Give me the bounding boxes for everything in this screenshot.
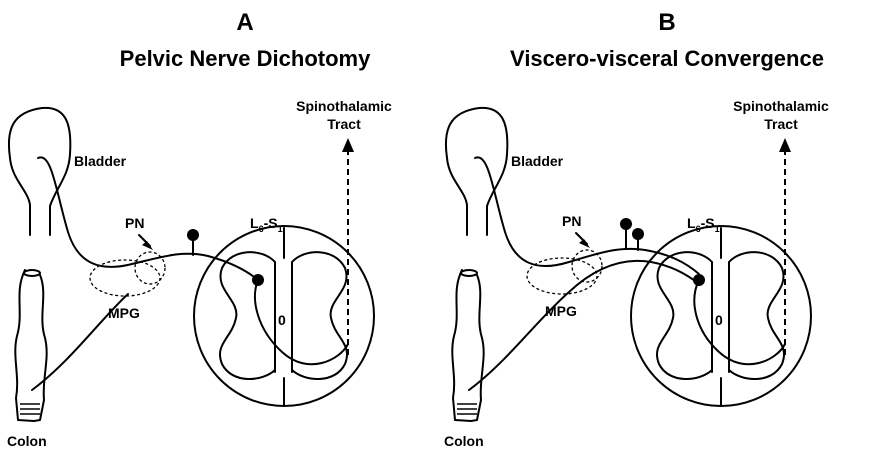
colon-label: Colon	[7, 433, 47, 449]
tract-label-line1: Spinothalamic	[296, 98, 392, 114]
central-canal: 0	[715, 312, 723, 328]
bladder-organ	[9, 108, 70, 235]
bladder-afferent-fiber	[475, 157, 699, 274]
dorsal-horn-terminal	[252, 274, 264, 286]
pn-arrow-head	[579, 239, 590, 248]
colon-label: Colon	[444, 433, 484, 449]
drg-cell-body	[187, 229, 199, 241]
drg-cell-body-2	[632, 228, 644, 240]
bladder-label: Bladder	[74, 153, 127, 169]
panel-b: B Viscero-visceral Convergence Bladder C…	[437, 0, 874, 453]
pn-label: PN	[562, 213, 581, 229]
tract-label-line2: Tract	[764, 116, 798, 132]
panel-letter: B	[658, 9, 675, 36]
pn-nerve	[135, 252, 165, 284]
bladder-label: Bladder	[511, 153, 564, 169]
tract-arrow-head	[342, 138, 354, 152]
drg-cell-body-1	[620, 218, 632, 230]
panel-title: Pelvic Nerve Dichotomy	[120, 46, 371, 71]
pn-label: PN	[125, 215, 144, 231]
central-canal: 0	[278, 312, 286, 328]
mpg-label: MPG	[545, 303, 577, 319]
bladder-organ	[446, 108, 507, 235]
pn-arrow-head	[142, 241, 153, 250]
tract-label-line1: Spinothalamic	[733, 98, 829, 114]
panel-letter: A	[236, 9, 253, 36]
panel-a: A Pelvic Nerve Dichotomy Bladder Colon P…	[0, 0, 437, 453]
diagram-b: B Viscero-visceral Convergence Bladder C…	[437, 0, 874, 453]
tract-label-line2: Tract	[327, 116, 361, 132]
tract-arrow-head	[779, 138, 791, 152]
projection-neuron	[694, 280, 785, 364]
diagram-a: A Pelvic Nerve Dichotomy Bladder Colon P…	[0, 0, 437, 453]
mpg-label: MPG	[108, 305, 140, 321]
colon-organ	[452, 270, 483, 421]
dorsal-horn-terminal	[693, 274, 705, 286]
projection-neuron	[255, 280, 348, 364]
colon-organ	[15, 270, 46, 421]
panel-title: Viscero-visceral Convergence	[510, 46, 824, 71]
